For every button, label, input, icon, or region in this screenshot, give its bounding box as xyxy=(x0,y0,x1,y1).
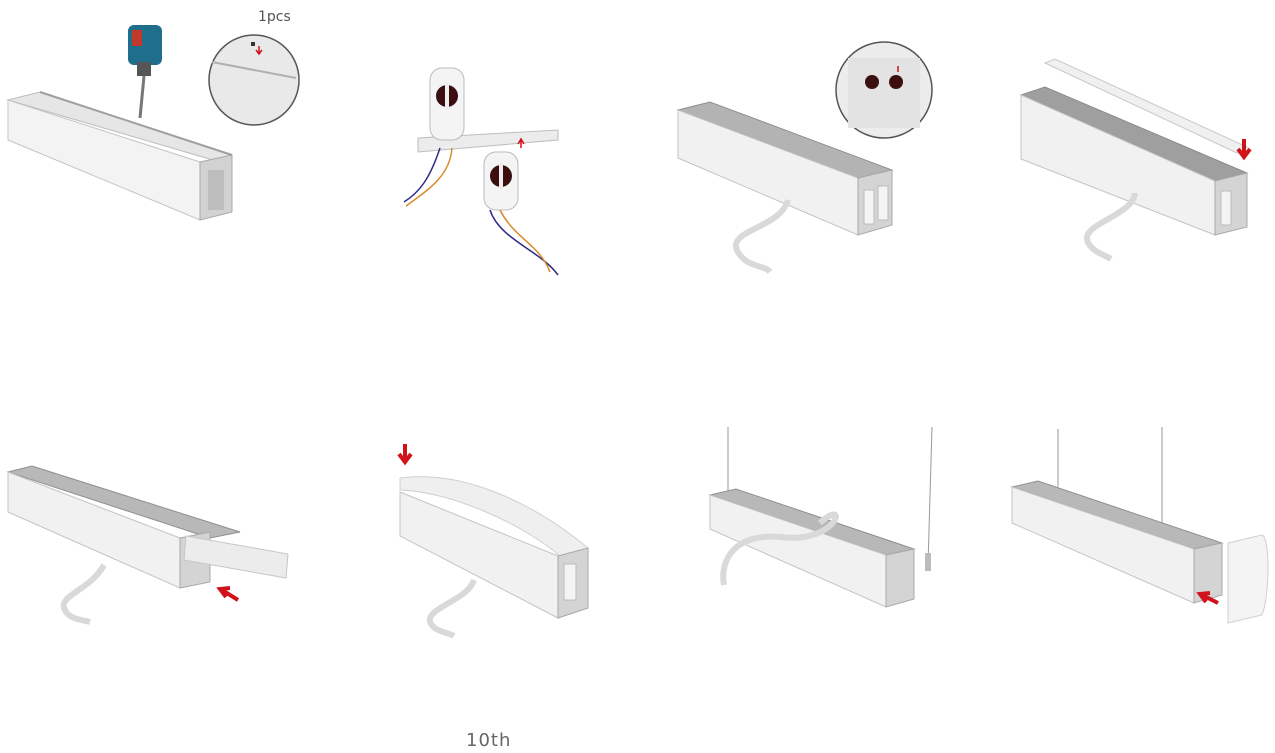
step-6-illustration xyxy=(397,444,590,639)
step-1-illustration xyxy=(6,25,300,221)
lamp-socket-icon xyxy=(483,151,519,211)
arrow-left-icon xyxy=(216,586,240,602)
step-6-diffuser-press xyxy=(370,440,610,640)
step-7-illustration xyxy=(708,426,933,608)
step-label: 10th xyxy=(466,730,512,751)
arrow-down-icon xyxy=(1236,139,1252,161)
step-8-end-cap xyxy=(1000,425,1275,635)
drill-icon xyxy=(128,25,162,119)
zoom-detail-icon xyxy=(835,41,933,139)
step-4-tube-insert xyxy=(1015,55,1275,275)
lamp-socket-icon xyxy=(429,67,465,141)
step-1-drill-profile xyxy=(0,0,320,240)
zoom-detail-icon xyxy=(208,34,300,126)
arrow-up-icon xyxy=(517,137,525,148)
step-8-illustration xyxy=(1010,427,1269,624)
step-7-suspended xyxy=(700,425,950,645)
arrow-left-icon xyxy=(1196,591,1219,605)
step-4-illustration xyxy=(1019,58,1252,262)
arrow-down-icon xyxy=(397,444,413,466)
step-2-lamp-sockets xyxy=(390,60,570,280)
step-2-illustration xyxy=(403,67,559,276)
step-3-illustration xyxy=(676,41,933,275)
quantity-label: 1pcs xyxy=(258,9,291,25)
step-3-profile-cable xyxy=(670,40,950,280)
step-5-cover-slide xyxy=(0,460,300,640)
step-5-illustration xyxy=(6,465,289,625)
